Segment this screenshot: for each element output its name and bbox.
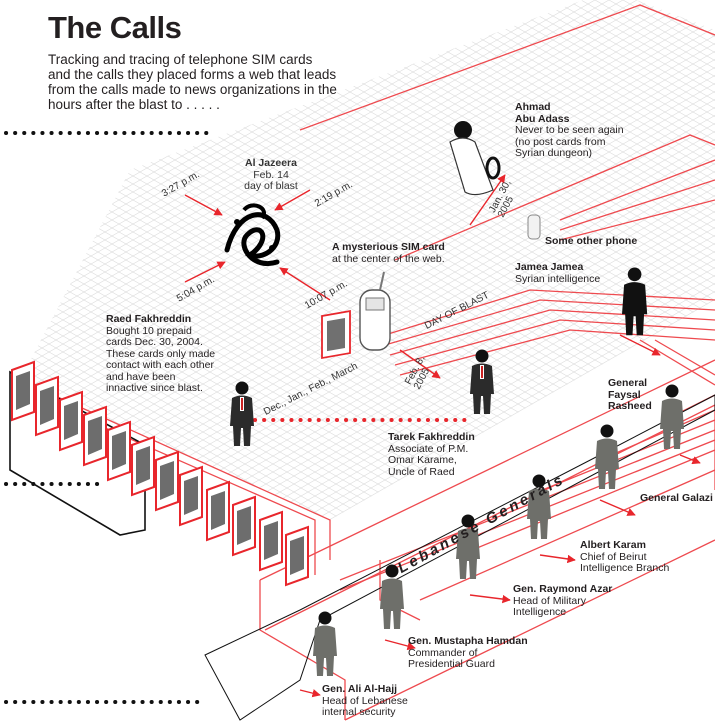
generals-box	[204, 394, 715, 721]
arrows	[184, 174, 701, 698]
tarek-figure	[470, 349, 494, 414]
ahmad-figure	[449, 121, 501, 196]
alhajj-figure	[313, 611, 337, 676]
hamdan-figure	[380, 564, 404, 629]
karam-figure	[527, 474, 551, 539]
people-figures	[230, 267, 684, 676]
sim-card	[232, 495, 256, 557]
sim-card	[11, 360, 35, 422]
sim-card	[259, 510, 283, 572]
sim-card-icon	[321, 310, 351, 360]
sim-card	[285, 525, 309, 587]
sim-card	[131, 435, 155, 497]
sim-card	[179, 465, 203, 527]
intro-text: Tracking and tracing of telephone SIM ca…	[48, 52, 337, 112]
sim-card	[35, 375, 59, 437]
page-title: The Calls	[48, 10, 182, 45]
sim-card	[206, 480, 230, 542]
rasheed-label: General Faysal Rasheed	[608, 377, 652, 412]
raed-figure	[230, 381, 254, 446]
sim-card	[59, 390, 83, 452]
sim-card	[107, 420, 131, 482]
other-phone-label: Some other phone	[545, 235, 638, 247]
grid-floor	[20, 0, 715, 520]
sim-cards	[11, 360, 309, 587]
jamea-figure	[622, 267, 648, 336]
network-lines	[19, 4, 715, 721]
galazi-label: General Galazi	[640, 492, 713, 504]
sim-card	[155, 450, 179, 512]
galazi-figure	[595, 424, 619, 489]
azar-figure	[456, 514, 480, 579]
phone-icon	[359, 271, 391, 351]
sim-card	[83, 405, 107, 467]
rasheed-figure	[660, 384, 684, 449]
other-phone-icon	[527, 214, 541, 240]
al-jazeera-logo	[224, 203, 281, 267]
dotted-leaders	[4, 131, 217, 704]
